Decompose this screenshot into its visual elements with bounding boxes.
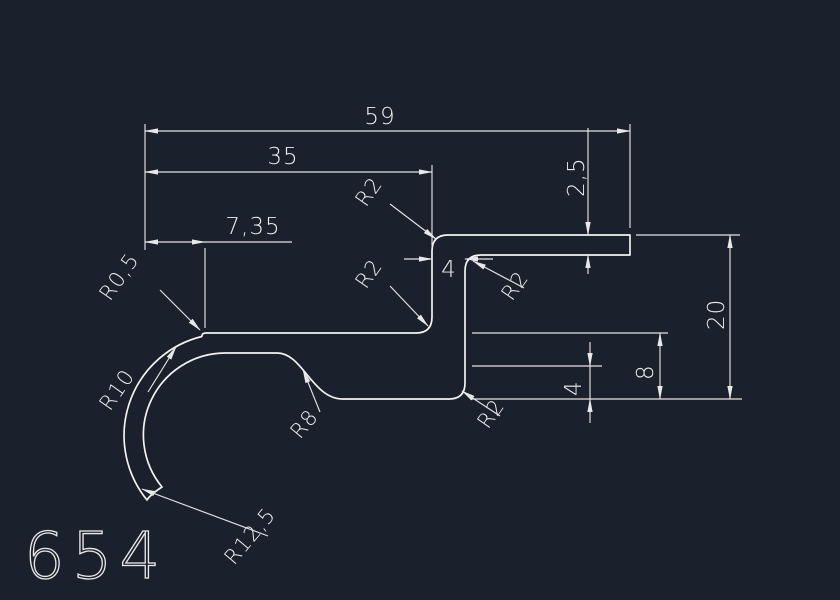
dim-foot-height[interactable]: 8 (472, 332, 668, 400)
radius-callout-bottom-corner[interactable]: R2 (461, 390, 509, 433)
dim-overall-width[interactable]: 59 (144, 104, 631, 250)
dim-overall-height-label: 20 (704, 299, 730, 330)
dim-bottom-step[interactable]: 4 (472, 342, 602, 423)
dim-overall-height[interactable]: 20 (470, 234, 742, 400)
radius-top-corner-label: R2 (350, 173, 387, 211)
dim-upper-width[interactable]: 35 (144, 144, 433, 246)
dim-tip-offset-label: 7,35 (225, 214, 280, 240)
dim-web-thickness[interactable]: 4 (404, 256, 493, 283)
radius-ramp-label: R8 (285, 405, 323, 443)
profile-entity[interactable] (123, 234, 631, 501)
dim-bottom-step-label: 4 (561, 380, 587, 396)
profile-outline (123, 234, 631, 501)
part-number-label: 654 (24, 520, 167, 594)
radius-leg-corner-label: R2 (350, 255, 387, 293)
radius-callout-leg-corner[interactable]: R2 (350, 255, 429, 327)
dim-tip-offset[interactable]: 7,35 (144, 214, 292, 328)
radius-callout-tip[interactable]: R0,5 (94, 249, 201, 331)
dim-overall-width-label: 59 (364, 104, 395, 130)
leader-line (302, 369, 321, 413)
leader-line (159, 289, 201, 331)
leader-line (389, 203, 437, 240)
radius-bottom-corner-label: R2 (472, 395, 509, 433)
radius-tip-label: R0,5 (94, 249, 143, 305)
leader-line (141, 488, 269, 537)
radius-callout-ramp[interactable]: R8 (285, 369, 323, 443)
dim-upper-width-label: 35 (267, 144, 298, 170)
radius-callout-flange-corner[interactable]: R2 (472, 260, 533, 305)
radius-flange-corner-label: R2 (496, 267, 533, 305)
dim-flange-thickness[interactable]: 2,5 (564, 128, 591, 274)
dim-flange-thickness-label: 2,5 (564, 157, 590, 197)
leader-line (147, 346, 177, 393)
leader-line (472, 260, 525, 289)
dim-foot-height-label: 8 (633, 364, 659, 380)
radius-hook-outer-label: R12,5 (219, 503, 280, 569)
radius-callout-top-corner[interactable]: R2 (350, 173, 437, 240)
leader-line (461, 390, 501, 417)
leader-line (389, 285, 429, 327)
radius-hook-inner-label: R10 (94, 365, 139, 415)
dim-web-thickness-label: 4 (441, 257, 457, 283)
